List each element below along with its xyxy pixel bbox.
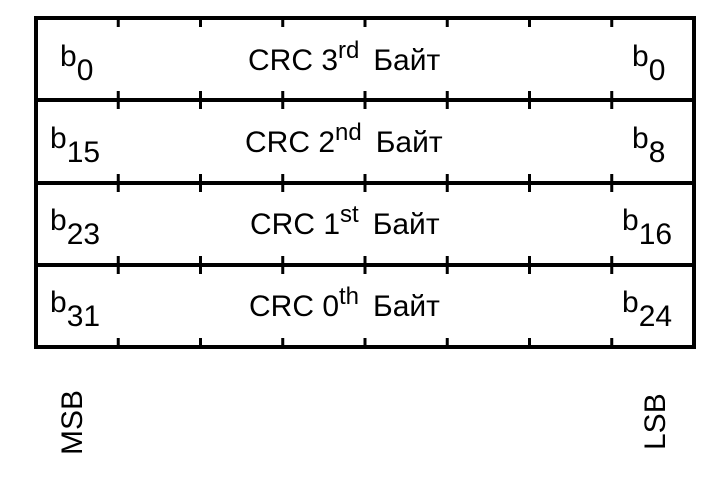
ordinal-suffix: rd (338, 37, 360, 64)
bit-index: 24 (638, 300, 673, 333)
left-bit-label: b31 (50, 286, 100, 332)
bit-base: b (50, 204, 67, 237)
bit-base: b (50, 122, 67, 155)
crc-byte-label: CRC 3rd Байт (248, 39, 441, 77)
bit-index: 16 (638, 218, 673, 251)
byte-word: Байт (373, 44, 441, 77)
right-bit-label: b8 (632, 122, 665, 168)
msb-label: MSB (56, 389, 89, 455)
crc-byte-label: CRC 0th Байт (249, 285, 440, 323)
bit-base: b (632, 122, 649, 155)
byte-word: Байт (375, 126, 443, 159)
left-bit-label: b23 (50, 204, 100, 250)
crc-byte-label: CRC 1st Байт (250, 203, 440, 241)
bit-base: b (632, 40, 649, 73)
lsb-label: LSB (639, 393, 672, 450)
bit-index: 31 (66, 300, 101, 333)
bit-base: b (622, 286, 639, 319)
bit-index: 0 (76, 54, 94, 87)
right-bit-label: b16 (622, 204, 672, 250)
bit-ticks (116, 18, 614, 347)
crc-label: CRC 0 (249, 290, 340, 323)
bit-base: b (60, 40, 77, 73)
right-bit-label: b0 (632, 40, 665, 86)
byte-word: Байт (372, 208, 440, 241)
bit-index: 23 (66, 218, 101, 251)
left-bit-label: b15 (50, 122, 100, 168)
crc-label: CRC 3 (248, 44, 339, 77)
ordinal-suffix: th (339, 283, 360, 310)
bit-base: b (622, 204, 639, 237)
ordinal-suffix: st (340, 201, 359, 228)
byte-word: Байт (373, 290, 440, 323)
bit-base: b (50, 286, 67, 319)
bit-index: 15 (66, 136, 101, 169)
crc-label: CRC 2 (245, 126, 336, 159)
crc-label: CRC 1 (250, 208, 341, 241)
crc-byte-label: CRC 2nd Байт (245, 121, 443, 159)
bit-index: 8 (648, 136, 666, 169)
right-bit-label: b24 (622, 286, 672, 332)
left-bit-label: b0 (60, 40, 93, 86)
ordinal-suffix: nd (335, 119, 362, 146)
bit-index: 0 (648, 54, 666, 87)
